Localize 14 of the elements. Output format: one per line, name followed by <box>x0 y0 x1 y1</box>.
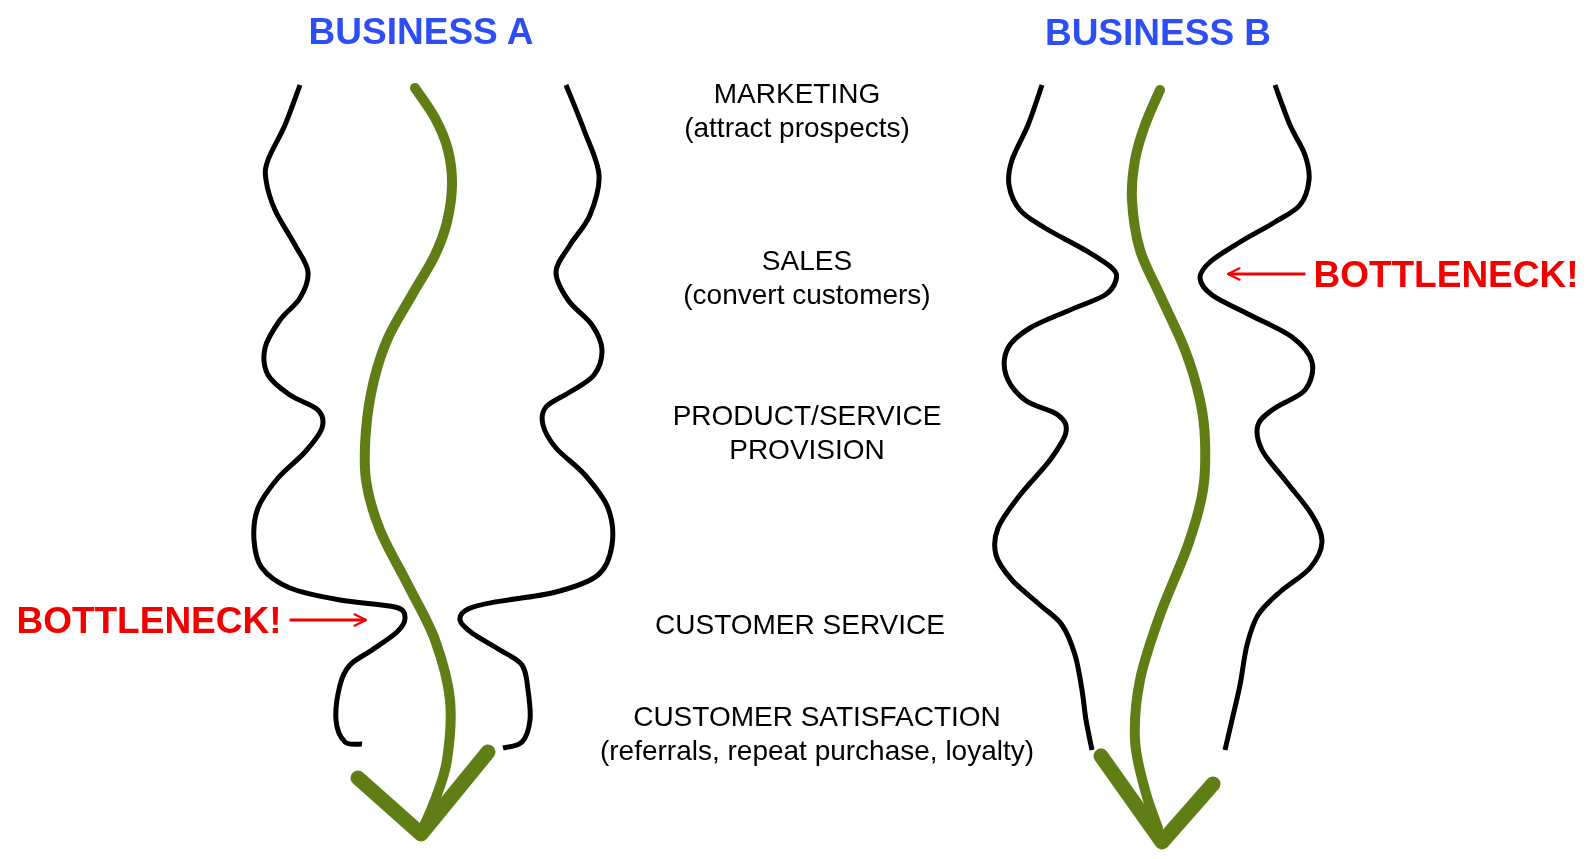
leader-arrow <box>1226 267 1306 281</box>
callout-label: BOTTLENECK! <box>1313 252 1579 298</box>
stage-note: (attract prospects) <box>684 111 910 145</box>
stage-label: SALES <box>761 244 853 278</box>
column-heading: BUSINESS A <box>308 9 534 54</box>
stage-label: PRODUCT/SERVICE PROVISION <box>671 399 943 467</box>
column-heading: BUSINESS B <box>1044 10 1272 55</box>
stage-label: MARKETING <box>713 77 881 111</box>
leader-arrow <box>289 613 368 627</box>
stage-note: (referrals, repeat purchase, loyalty) <box>599 734 1035 768</box>
callout-label: BOTTLENECK! <box>16 598 282 644</box>
stage-label: CUSTOMER SERVICE <box>655 608 945 642</box>
stage-note: (convert customers) <box>683 278 931 312</box>
stage-label: CUSTOMER SATISFACTION <box>633 700 1001 734</box>
